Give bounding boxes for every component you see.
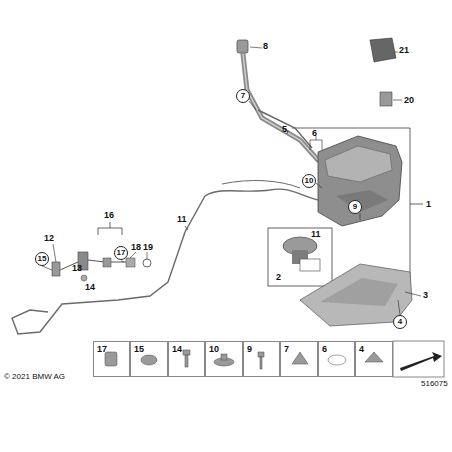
callout-number: 6 (322, 345, 327, 354)
callout-number: 9 (353, 203, 357, 211)
callout-number: 2 (276, 273, 281, 282)
callout-number: 10 (305, 177, 314, 185)
callout-circle: 17 (114, 246, 128, 260)
callout-circle: 10 (302, 174, 316, 188)
part-cell: 17 (93, 341, 130, 377)
callout-number: 16 (104, 211, 114, 220)
callout-number: 11 (177, 215, 187, 224)
part-cell: 10 (205, 341, 243, 377)
callout-number: 18 (131, 243, 141, 252)
part-cell: 15 (130, 341, 168, 377)
callout-circle: 15 (35, 252, 49, 266)
callout-number: 9 (247, 345, 252, 354)
callout-number: 20 (404, 96, 414, 105)
part-cell: 9 (243, 341, 280, 377)
part-cell: 14 (168, 341, 205, 377)
callout-number: 12 (44, 234, 54, 243)
footer-note: 516075 (421, 380, 448, 388)
callout-number: 1 (426, 200, 431, 209)
callout-number: 19 (143, 243, 153, 252)
callout-number: 17 (97, 345, 107, 354)
callout-number: 13 (72, 264, 82, 273)
callout-number: 7 (284, 345, 289, 354)
callout-number: 11 (311, 230, 321, 239)
part-cell: 6 (318, 341, 355, 377)
callout-number: 15 (38, 255, 47, 263)
callout-number: 3 (423, 291, 428, 300)
callout-number: 4 (359, 345, 364, 354)
footer-note: © 2021 BMW AG (4, 373, 65, 381)
callout-number: 8 (263, 42, 268, 51)
callout-number: 21 (399, 46, 409, 55)
callout-number: 5 (282, 125, 287, 134)
callout-number: 17 (117, 249, 126, 257)
part-cell: 7 (280, 341, 318, 377)
callout-number: 10 (209, 345, 219, 354)
callout-number: 15 (134, 345, 144, 354)
callout-circle: 7 (236, 89, 250, 103)
callout-number: 14 (172, 345, 182, 354)
callout-circle: 9 (348, 200, 362, 214)
callout-number: 6 (312, 129, 317, 138)
callout-number: 14 (85, 283, 95, 292)
callout-number: 7 (241, 92, 245, 100)
callout-number: 4 (398, 318, 402, 326)
callout-circle: 4 (393, 315, 407, 329)
part-cell: 4 (355, 341, 393, 377)
